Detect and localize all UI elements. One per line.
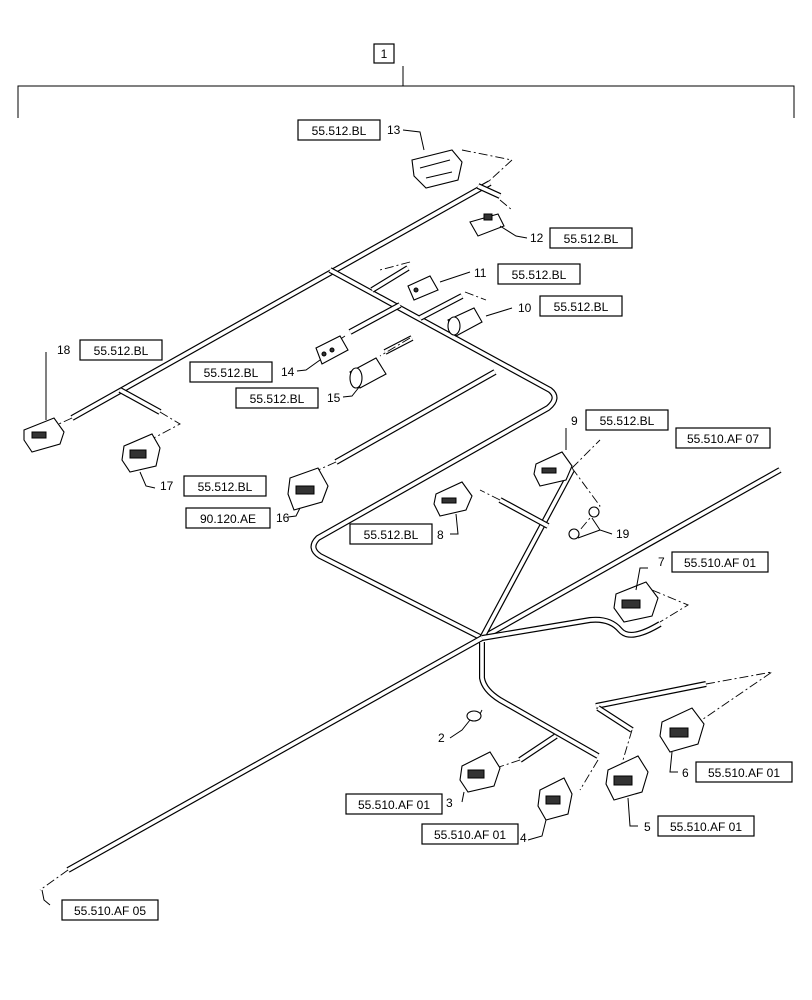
- callout-11-number: 11: [474, 266, 487, 280]
- connector-12: [469, 213, 505, 237]
- connector-10: [447, 307, 483, 337]
- callout-5-number: 5: [644, 820, 651, 834]
- callout-17-number: 17: [160, 479, 174, 493]
- clip-2: [466, 710, 482, 722]
- ref-10: 55.512.BL: [554, 300, 609, 314]
- connector-5: [605, 755, 649, 801]
- assembly-number: 1: [381, 47, 388, 61]
- connector-15: [349, 357, 387, 389]
- ref-7: 55.510.AF 01: [684, 556, 756, 570]
- ref-bottom-left: 55.510.AF 05: [74, 904, 146, 918]
- connector-6: [659, 707, 705, 753]
- callout-numbers: 13 12 11 10 18 14 15 9 17 16 8 19 7 2 6 …: [57, 123, 689, 845]
- ref-top-right: 55.510.AF 07: [687, 432, 759, 446]
- ref-17: 55.512.BL: [198, 480, 253, 494]
- callout-15-number: 15: [327, 391, 341, 405]
- connector-18: [23, 417, 65, 453]
- callout-4-number: 4: [520, 831, 527, 845]
- ref-16: 90.120.AE: [200, 512, 256, 526]
- ref-4: 55.510.AF 01: [434, 828, 506, 842]
- ref-13: 55.512.BL: [312, 124, 367, 138]
- ref-11: 55.512.BL: [512, 268, 567, 282]
- connector-14: [315, 335, 349, 365]
- ref-18: 55.512.BL: [94, 344, 149, 358]
- connector-17: [121, 433, 161, 473]
- connector-13: [411, 149, 463, 189]
- ref-5: 55.510.AF 01: [670, 820, 742, 834]
- ref-3: 55.510.AF 01: [358, 798, 430, 812]
- reference-boxes: 55.512.BL 55.512.BL 55.512.BL 55.512.BL …: [61, 119, 793, 921]
- callout-12-number: 12: [530, 231, 544, 245]
- ref-6: 55.510.AF 01: [708, 766, 780, 780]
- callout-9-number: 9: [571, 414, 578, 428]
- connector-7: [613, 581, 659, 623]
- ref-12: 55.512.BL: [564, 232, 619, 246]
- connection-centerlines: [39, 149, 773, 891]
- callout-7-number: 7: [658, 555, 665, 569]
- connector-4: [537, 777, 573, 821]
- callout-14-number: 14: [281, 365, 295, 379]
- connector-8: [433, 481, 473, 517]
- callout-18-number: 18: [57, 343, 71, 357]
- callout-10-number: 10: [518, 301, 532, 315]
- callout-16-number: 16: [276, 511, 290, 525]
- callout-6-number: 6: [682, 766, 689, 780]
- connector-16: [287, 467, 329, 511]
- connector-11: [407, 275, 439, 301]
- connector-9: [533, 451, 573, 487]
- clip-19: [568, 506, 600, 540]
- callout-3-number: 3: [446, 796, 453, 810]
- callout-19-number: 19: [616, 527, 630, 541]
- leader-lines: [41, 129, 678, 906]
- connector-3: [459, 751, 501, 793]
- ref-15: 55.512.BL: [250, 392, 305, 406]
- callout-2-number: 2: [438, 731, 445, 745]
- callout-13-number: 13: [387, 123, 401, 137]
- callout-8-number: 8: [437, 528, 444, 542]
- ref-9: 55.512.BL: [600, 414, 655, 428]
- assembly-bracket: 1: [17, 43, 795, 118]
- harness-wires: [66, 180, 782, 873]
- ref-8: 55.512.BL: [364, 528, 419, 542]
- ref-14: 55.512.BL: [204, 366, 259, 380]
